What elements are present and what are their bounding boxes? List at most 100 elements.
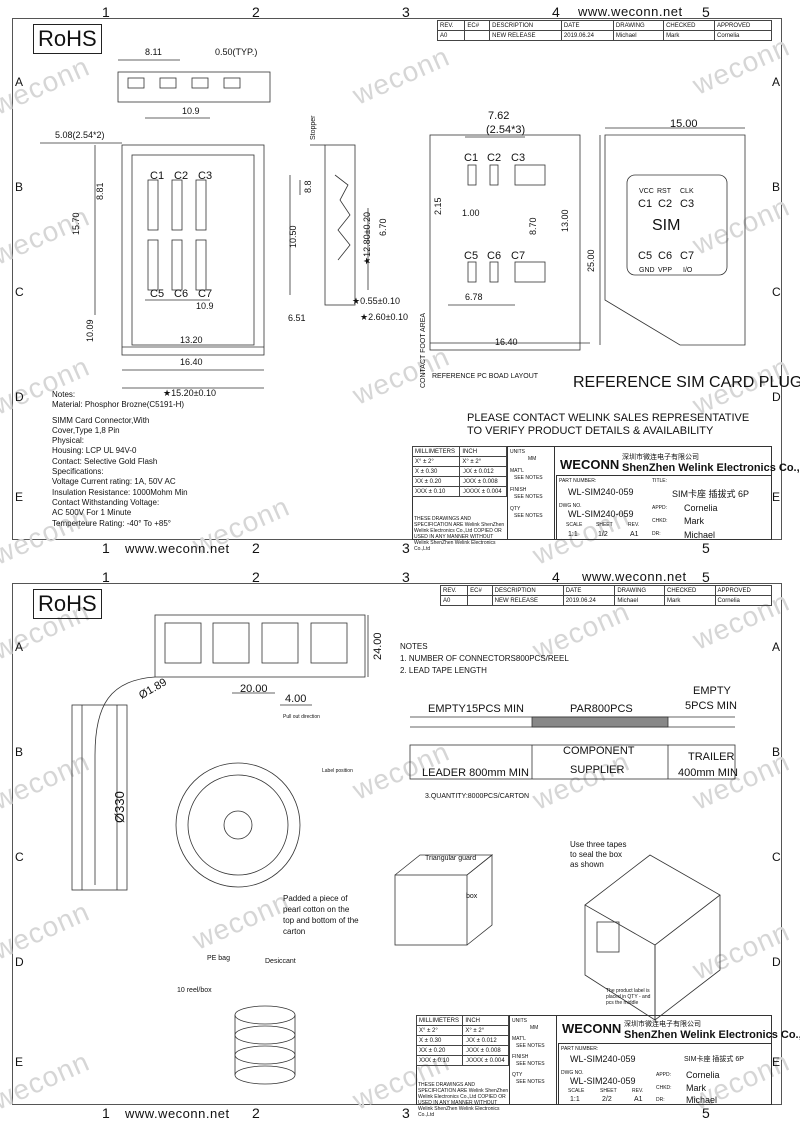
pin-label: C3 <box>198 170 213 182</box>
column-number: 3 <box>402 1105 410 1121</box>
tol-cell: XX ± 0.20 <box>415 1045 464 1056</box>
row-letter: C <box>772 850 781 864</box>
disclaimer: THESE DRAWINGS AND SPECIFICATION ARE Wel… <box>418 1082 509 1118</box>
column-number: 5 <box>702 540 710 556</box>
drawing-sheet-1: weconn weconn weconn weconn weconn wecon… <box>0 0 800 564</box>
dim-label: 10.9 <box>196 301 214 311</box>
pin-label: C2 <box>174 170 189 182</box>
row-letter: C <box>15 285 24 299</box>
rev-header: EC# <box>464 20 491 31</box>
dim-label: ★0.55±0.10 <box>352 296 401 306</box>
company-en: ShenZhen Welink Electronics Co.,Ltd <box>624 1029 800 1041</box>
tol-cell: .XX ± 0.012 <box>459 466 507 477</box>
connector-drawing <box>40 59 746 389</box>
matl-value: SEE NOTES <box>516 1043 545 1049</box>
disclaimer: THESE DRAWINGS AND SPECIFICATION ARE Wel… <box>414 516 505 552</box>
rohs-mark: RoHS <box>33 589 102 619</box>
tape-component: COMPONENT <box>563 745 635 757</box>
rev-header: DESCRIPTION <box>491 585 564 596</box>
row-letter: A <box>15 75 24 89</box>
finish-label: FINISH <box>512 1054 529 1060</box>
row-letter: E <box>772 1055 781 1069</box>
tol-cell: .XXX ± 0.008 <box>462 1045 509 1056</box>
rev-cell: A0 <box>436 30 466 41</box>
chkd-label: CHKD: <box>656 1085 672 1091</box>
title-info <box>558 1043 772 1105</box>
scale-value: 1:1 <box>570 1096 580 1103</box>
sim-pin-label: C5 <box>638 250 653 262</box>
note-line: Material: Phosphor Brozne(C5191-H) <box>52 400 185 410</box>
sim-pin-label: C6 <box>658 250 673 262</box>
tol-head: MILLIMETERS <box>415 1015 464 1026</box>
column-number: 3 <box>402 540 410 556</box>
row-letter: C <box>15 850 24 864</box>
sheet-frame <box>12 18 782 540</box>
column-number: 4 <box>552 569 560 585</box>
quantity-note: 3.QUANTITY:8000PCS/CARTON <box>425 793 529 800</box>
dim-label: (2.54*3) <box>486 124 526 136</box>
drawing-title: SIM卡座 插拔式 6P <box>684 1056 744 1063</box>
label-placement-note: The product label is placed in QTY - and… <box>606 988 651 1006</box>
column-number: 2 <box>252 569 260 585</box>
title-info <box>556 475 772 540</box>
reel-box-label: 10 reel/box <box>177 987 212 994</box>
website-url: www.weconn.net <box>578 4 683 19</box>
units-label: UNITS <box>512 1018 527 1024</box>
matl-value: SEE NOTES <box>514 475 543 481</box>
dr-label: DR: <box>652 531 661 537</box>
revision-table: REV. EC# DESCRIPTION DATE DRAWING CHECKE… <box>439 585 773 606</box>
units-value: MM <box>530 1025 539 1031</box>
sim-pin-label: GND <box>639 267 655 274</box>
column-number: 5 <box>702 1105 710 1121</box>
label-position: Label position <box>322 768 353 774</box>
finish-value: SEE NOTES <box>514 494 543 500</box>
tol-cell: X° ± 2° <box>411 456 461 467</box>
dim-label: 6.70 <box>378 218 388 236</box>
dim-label: 7.62 <box>488 110 510 122</box>
appd-label: APPD: <box>652 505 668 511</box>
dim-label: 5.08(2.54*2) <box>55 130 105 140</box>
note-line: 2. LEAD TAPE LENGTH <box>400 666 487 675</box>
scale-label: SCALE <box>566 522 583 528</box>
chkd-name: Mark <box>684 516 704 526</box>
rev-header: DESCRIPTION <box>489 20 562 31</box>
dr-label: DR: <box>656 1097 665 1103</box>
tape-par800: PAR800PCS <box>570 703 633 715</box>
note-line: Cover,Type 1,8 Pin <box>52 425 120 435</box>
pin-label: C5 <box>464 250 479 262</box>
tol-cell: XXX ± 0.10 <box>415 1055 464 1066</box>
column-number: 2 <box>252 540 260 556</box>
dim-label: 10.50 <box>288 225 298 248</box>
dim-label: 6.78 <box>465 292 483 302</box>
dim-label: ★15.20±0.10 <box>163 388 217 398</box>
note-line: Specifications: <box>52 467 104 477</box>
note-line: SIMM Card Connector,With <box>52 415 150 425</box>
dr-name: Michael <box>684 530 716 540</box>
dwg-label: DWG NO. <box>559 503 582 509</box>
note-line: 1. NUMBER OF CONNECTORS800PCS/REEL <box>400 654 569 663</box>
website-url: www.weconn.net <box>125 541 230 556</box>
tol-head: MILLIMETERS <box>411 446 461 457</box>
dim-label: 8.8 <box>303 180 313 193</box>
row-letter: B <box>15 745 24 759</box>
dim-label: Ø330 <box>112 791 127 823</box>
sim-plug-title: REFERENCE SIM CARD PLUG <box>573 374 800 391</box>
rev-header: REV. <box>439 585 469 596</box>
tol-cell: X° ± 2° <box>459 456 507 467</box>
row-letter: A <box>772 75 781 89</box>
pin-label: C5 <box>150 288 165 300</box>
tol-cell: X° ± 2° <box>462 1025 509 1036</box>
rev-cell: Cornelia <box>714 595 773 606</box>
sim-pin-label: C7 <box>680 250 695 262</box>
tol-cell: XXX ± 0.10 <box>411 486 461 497</box>
row-letter: B <box>772 745 781 759</box>
dim-label: 15.00 <box>670 118 698 130</box>
column-number: 2 <box>252 1105 260 1121</box>
column-number: 3 <box>402 4 410 20</box>
sim-label: SIM <box>652 217 681 234</box>
rev-header: DATE <box>562 585 616 596</box>
tape-trailer: TRAILER <box>688 751 735 763</box>
matl-label: MAT'L <box>510 468 524 474</box>
dim-label: Stopper <box>310 115 317 140</box>
